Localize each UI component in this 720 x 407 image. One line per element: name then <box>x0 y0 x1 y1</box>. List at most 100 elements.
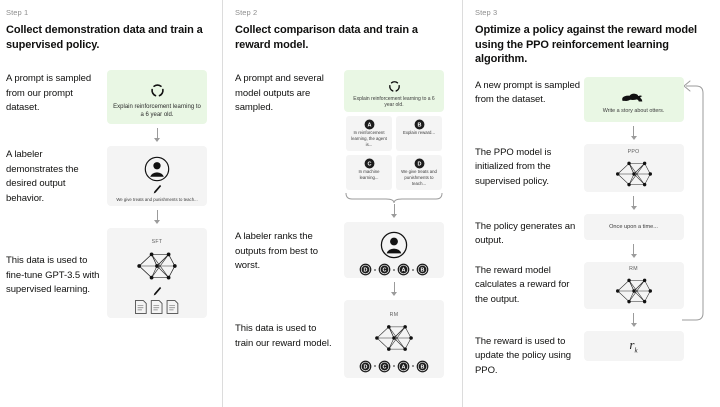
pen-icon <box>152 286 162 297</box>
step-1-label: Step 1 <box>6 8 29 17</box>
svg-text:C: C <box>367 161 371 167</box>
rm-tag: RM <box>629 266 638 272</box>
output-text-a: In reinforcement learning, the agent is.… <box>351 130 387 147</box>
step-3-caption-3: The policy generates an output. <box>475 220 576 247</box>
step-1-title: Collect demonstration data and train a s… <box>6 24 203 51</box>
step-2-row-prompt: A prompt and several model outputs are s… <box>235 70 453 222</box>
step-1-row-sft: This data is used to fine-tune GPT-3.5 w… <box>6 228 213 318</box>
rank-badge-2: C <box>378 263 391 276</box>
step-3-row-ppo: The PPO model is initialized from the su… <box>475 143 710 214</box>
step-1-flow: A prompt is sampled from our prompt data… <box>6 70 213 318</box>
step-1-caption-2: A labeler demonstrates the desired outpu… <box>6 149 79 204</box>
svg-text:B: B <box>417 122 421 128</box>
person-circle-icon <box>144 156 170 182</box>
step-3-title: Optimize a policy against the reward mod… <box>475 24 697 65</box>
labeler-card-text: We give treats and punishments to teach.… <box>116 197 198 202</box>
arrow-down <box>629 125 638 140</box>
recycle-icon <box>388 80 401 93</box>
svg-text:A: A <box>367 122 371 128</box>
rank-separator <box>374 365 376 367</box>
model-outputs-grid: A In reinforcement learning, the agent i… <box>346 116 442 190</box>
step-3-stack-3: Once upon a time... <box>583 213 684 262</box>
rank-badge-3: A <box>397 263 410 276</box>
svg-text:D: D <box>364 364 368 370</box>
prompt-card-text: Explain reinforcement learning to a 6 ye… <box>353 96 435 108</box>
ppo-tag: PPO <box>627 149 640 155</box>
rm-tag: RM <box>389 311 399 318</box>
rank-badge-2: C <box>378 360 391 373</box>
step-1-caption-3: This data is used to fine-tune GPT-3.5 w… <box>6 255 100 295</box>
step-3-caption-4: The reward model calculates a reward for… <box>475 264 570 305</box>
reward-card: rk <box>583 330 684 361</box>
step-2-flow: A prompt and several model outputs are s… <box>235 70 453 378</box>
step-2-row-rank: A labeler ranks the outputs from best to… <box>235 222 453 300</box>
svg-text:B: B <box>421 268 425 274</box>
output-option-d[interactable]: D We give treats and punishments to teac… <box>396 155 442 190</box>
column-step-3: Step 3 Optimize a policy against the rew… <box>463 0 720 407</box>
step-2-caption-1: A prompt and several model outputs are s… <box>235 73 324 113</box>
step-1-row-prompt: A prompt is sampled from our prompt data… <box>6 70 213 146</box>
merge-brace-icon <box>344 192 444 204</box>
step-2-stack: Explain reinforcement learning to a 6 ye… <box>335 70 453 222</box>
step-3-row-rm: The reward model calculates a reward for… <box>475 261 710 331</box>
reward-symbol: rk <box>629 336 638 355</box>
step-1-stack: Explain reinforcement learning to a 6 ye… <box>101 70 213 146</box>
generated-output-card: Once upon a time... <box>583 213 684 240</box>
documents-icon <box>134 299 180 315</box>
arrow-down <box>629 312 638 327</box>
ranking-row: D C A B <box>359 360 429 373</box>
step-3-caption-5: The reward is used to update the policy … <box>475 335 572 376</box>
step-3-row-reward: The reward is used to update the policy … <box>475 330 710 379</box>
arrow-down <box>629 243 638 258</box>
column-step-1: Step 1 Collect demonstration data and tr… <box>0 0 223 407</box>
step-2-caption-2: A labeler ranks the outputs from best to… <box>235 231 318 271</box>
step-3-stack-5: rk <box>583 330 684 361</box>
labeler-card: We give treats and punishments to teach.… <box>107 146 207 206</box>
rank-separator <box>412 365 414 367</box>
svg-text:A: A <box>402 268 406 274</box>
rank-badge-1: D <box>359 263 372 276</box>
output-option-a[interactable]: A In reinforcement learning, the agent i… <box>346 116 392 151</box>
step-3-caption-1: A new prompt is sampled from the dataset… <box>475 79 580 106</box>
output-text-d: We give treats and punishments to teach.… <box>401 169 437 186</box>
column-divider-2 <box>462 0 463 407</box>
rank-separator <box>374 268 376 271</box>
step-2-label: Step 2 <box>235 8 258 17</box>
svg-text:C: C <box>383 364 387 370</box>
output-text-c: In machine learning... <box>358 169 380 180</box>
rank-badge-4: B <box>416 263 429 276</box>
step-3-label: Step 3 <box>475 8 498 17</box>
rank-badge-1: D <box>359 360 372 373</box>
update-policy-loop-icon <box>674 77 710 327</box>
labeler-rank-card: D C A B <box>344 222 444 278</box>
svg-text:A: A <box>402 364 406 370</box>
recycle-icon <box>150 83 165 98</box>
otter-icon <box>620 90 648 104</box>
step-2-caption-3: This data is used to train our reward mo… <box>235 323 332 349</box>
person-circle-icon <box>380 231 408 259</box>
svg-text:D: D <box>417 161 421 167</box>
output-option-c[interactable]: C In machine learning... <box>346 155 392 190</box>
step-3-row-prompt: A new prompt is sampled from the dataset… <box>475 76 710 144</box>
prompt-card-text: Explain reinforcement learning to a 6 ye… <box>113 103 201 119</box>
letter-badge-c: C <box>364 158 375 169</box>
ppo-card: PPO <box>583 143 684 192</box>
arrow-down <box>153 128 162 142</box>
letter-badge-b: B <box>414 119 425 130</box>
output-option-b[interactable]: B Explain reward... <box>396 116 442 151</box>
step-2-title: Collect comparison data and train a rewa… <box>235 24 418 51</box>
sft-tag: SFT <box>151 239 163 245</box>
prompt-card-text: Write a story about otters. <box>602 108 665 114</box>
arrow-down <box>390 282 399 296</box>
step-3-stack-4: RM <box>583 261 684 331</box>
rank-separator <box>412 268 414 271</box>
arrow-down <box>390 204 399 218</box>
step-1-row-labeler: A labeler demonstrates the desired outpu… <box>6 146 213 228</box>
neural-network-icon <box>133 247 181 285</box>
neural-network-icon <box>612 274 656 308</box>
step-3-row-output: The policy generates an output. Once upo… <box>475 213 710 262</box>
prompt-card: Explain reinforcement learning to a 6 ye… <box>107 70 207 124</box>
step-3-stack-2: PPO <box>583 143 684 214</box>
neural-network-icon <box>371 320 417 356</box>
neural-network-icon <box>612 157 656 191</box>
